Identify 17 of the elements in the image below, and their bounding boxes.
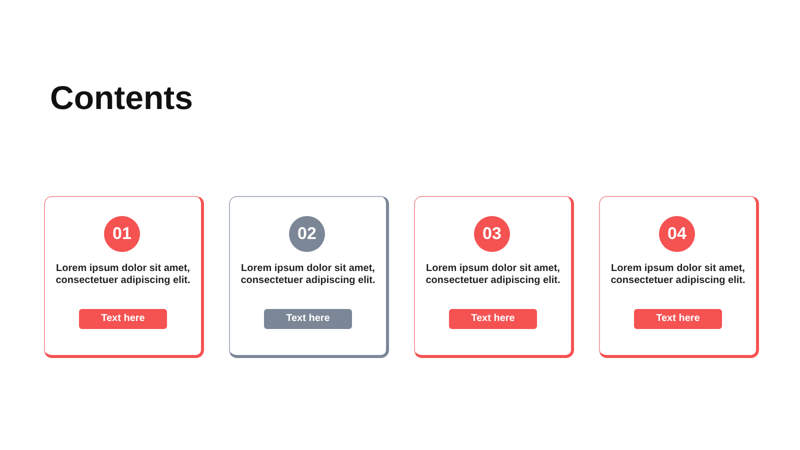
action-button: Text here: [449, 309, 537, 329]
action-button: Text here: [79, 309, 167, 329]
body-text: Lorem ipsum dolor sit amet, consectetuer adipiscing elit.: [240, 263, 376, 287]
action-button: Text here: [264, 309, 352, 329]
card: [414, 196, 574, 358]
body-text: Lorem ipsum dolor sit amet, consectetuer adipiscing elit.: [424, 263, 562, 287]
action-button: Text here: [634, 309, 722, 329]
step-number: 04: [659, 216, 695, 252]
step-number: 01: [104, 216, 140, 252]
card: [44, 196, 204, 358]
card: [599, 196, 759, 358]
body-text: Lorem ipsum dolor sit amet, consectetuer adipiscing elit.: [54, 263, 192, 287]
step-number: 03: [474, 216, 510, 252]
slide-title: Contents: [50, 78, 193, 118]
body-text: Lorem ipsum dolor sit amet, consectetuer adipiscing elit.: [610, 263, 746, 287]
card: [229, 196, 389, 358]
step-number: 02: [289, 216, 325, 252]
